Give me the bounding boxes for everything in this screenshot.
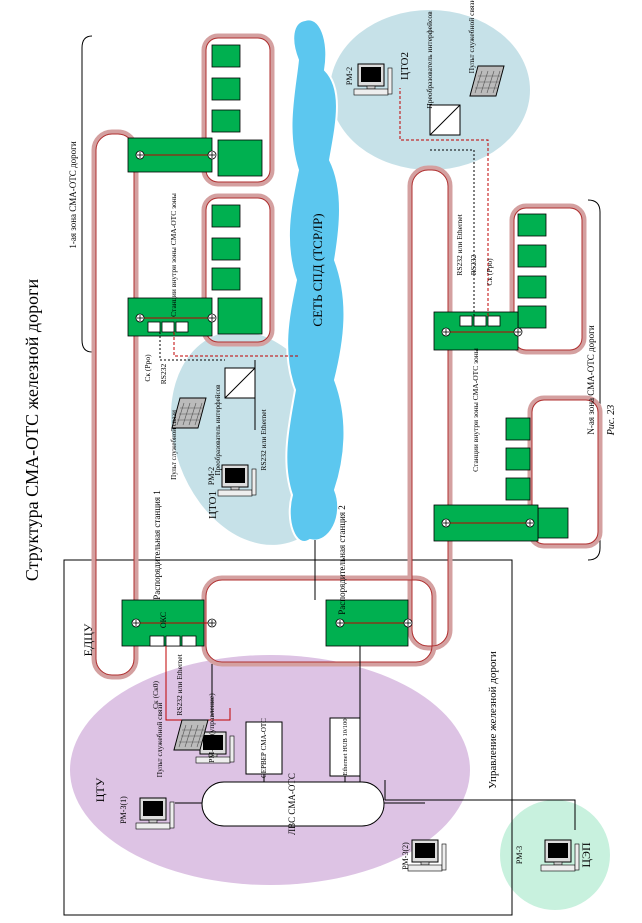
cto2-converter-label: Преобразователь интерфейсов: [425, 11, 434, 109]
lan-label: ЛВС СМА-ОТС: [287, 773, 297, 835]
cto1-ck-label: Ск (Рро): [143, 354, 152, 382]
rm3-2-label: РМ-3(2): [401, 842, 410, 870]
network-cloud: [285, 18, 346, 543]
cto2-link-label: RS232 или Ethernet: [455, 213, 464, 275]
station-links: [136, 154, 530, 624]
figure-caption: Рис. 23: [606, 405, 617, 437]
cto1-label: ЦТО1: [207, 491, 219, 519]
cto1-converter-label: Преобразователь интерфейсов: [214, 384, 222, 475]
cto1-rm2-label: РМ-2: [207, 467, 216, 485]
zoneN-label: N-ая зона СМА-ОТС дороги: [586, 325, 596, 434]
converter-cto1: [224, 367, 256, 399]
server-label: СЕРВЕР СМА-ОТС: [260, 718, 268, 778]
cec-rm3-label: РМ-3: [515, 846, 524, 864]
cto-label: ЦТУ: [93, 777, 107, 802]
server-box: [245, 721, 283, 775]
cto2-console-label: Пульт служебной связи: [467, 0, 476, 73]
sm-zoneN-label: Станции внутри зоны СМА-ОТС зоны: [471, 348, 480, 472]
channel-rings: [91, 33, 603, 680]
cto1-link-label: RS232 или Ethernet: [259, 408, 268, 470]
cto1-console-label: Пульт служебной связи: [170, 410, 178, 480]
hub-label: Ethernet HUB 10/100: [342, 718, 349, 775]
cto2-rm2-label: РМ-2: [345, 67, 354, 85]
cto2-label: ЦТО2: [399, 52, 411, 80]
cec-label: ЦЭП: [579, 842, 593, 868]
rm3-1-label: РМ-3(1): [119, 796, 128, 824]
zone1-bracket: [81, 35, 93, 353]
rm3y-label: РМ-3(у) (управление): [207, 693, 216, 763]
railway-management-label: Управление железной дороги: [487, 651, 499, 789]
diagram-title: Структура СМА-ОТС железной дороги: [22, 279, 42, 582]
zoneN-bracket: [587, 199, 601, 561]
railway-management-frame: [63, 559, 513, 916]
channel-rings-inner: [95, 37, 599, 676]
edcu-label: ЕДЦУ: [81, 623, 95, 656]
dist1-label: Распорядительная станция 1: [152, 490, 162, 599]
cto2-ck-label: Ск (Рро): [485, 258, 494, 286]
converter-cto2: [429, 104, 461, 136]
cto2-rs232-label: RS232: [469, 255, 478, 276]
port-boxes: [147, 315, 501, 647]
cto-console-label: Пульт служебной связи: [155, 703, 164, 778]
lan-capsule: [201, 781, 385, 827]
cto2-zone: [330, 10, 530, 170]
cto1-rs232-label: RS232: [159, 364, 168, 385]
pc-rm3-2: [407, 839, 447, 872]
network-cloud-label: СЕТЬ СПД (TCP/IP): [310, 213, 325, 326]
sm-zone1-label: Станции внутри зоны СМА-ОТС зоны: [169, 193, 178, 317]
dist2-label: Распорядительная станция 2: [337, 505, 347, 614]
cto-ck-label: Ск (Ск0): [151, 681, 160, 709]
okc-label: ОКС: [159, 612, 168, 628]
zone1-label: 1-ая зона СМА-ОТС дороги: [68, 141, 78, 248]
cto-rs232-label: RS232 или Ethernet: [175, 653, 184, 715]
